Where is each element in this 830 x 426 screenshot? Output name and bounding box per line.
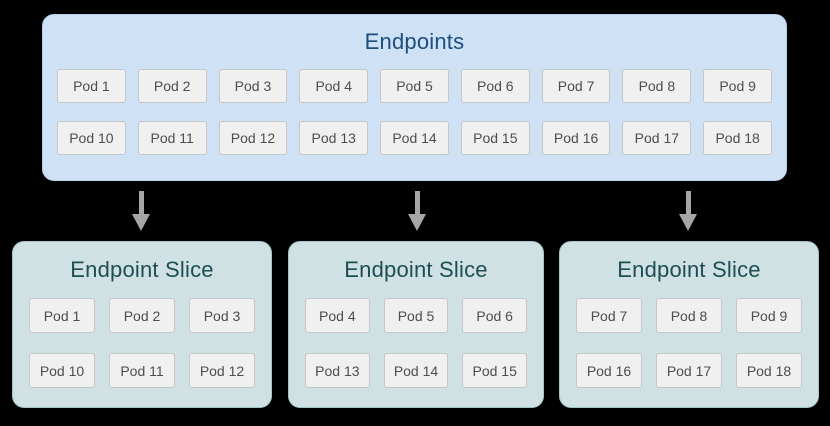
pod-box: Pod 13 [305,353,370,388]
arrow-head [408,214,426,231]
endpoint-slice-title: Endpoint Slice [344,257,488,282]
pod-box: Pod 8 [622,69,692,103]
pod-box: Pod 14 [383,353,449,388]
pod-box: Pod 13 [299,121,369,155]
pod-box: Pod 5 [380,69,449,103]
arrow-stem [685,191,691,214]
slice-2-pod-row-1: Pod 4 Pod 5 Pod 6 [305,298,528,333]
pod-box: Pod 7 [541,69,611,103]
endpoints-title: Endpoints [364,29,465,54]
down-arrow-icon [679,191,697,231]
endpoints-pod-row-2: Pod 10 Pod 11 Pod 12 Pod 13 Pod 14 Pod 15 Pod … [57,121,773,155]
slice-3-pod-row-2: Pod 16 Pod 17 Pod 18 [576,353,802,388]
pod-box: Pod 3 [189,298,255,333]
pod-box: Pod 2 [109,298,175,333]
pod-box: Pod 12 [189,353,255,388]
pod-box: Pod 12 [218,121,288,155]
pod-box: Pod 5 [383,298,449,333]
pod-box: Pod 16 [576,353,642,388]
pod-box: Pod 17 [656,353,722,388]
pod-box: Pod 10 [29,353,95,388]
pod-box: Pod 11 [137,121,207,155]
pod-box: Pod 9 [736,298,802,333]
pod-box: Pod 7 [576,298,642,333]
pod-box: Pod 1 [29,298,95,333]
pod-box: Pod 4 [305,298,370,333]
pod-box: Pod 8 [656,298,722,333]
pod-box: Pod 18 [736,353,802,388]
pod-box: Pod 11 [109,353,175,388]
slice-1-pod-row-2: Pod 10 Pod 11 Pod 12 [29,353,255,388]
endpoints-box: Endpoints Pod 1 Pod 2 Pod 3 Pod 4 Pod 5 Pod 6… [42,14,787,181]
pod-box: Pod 6 [462,298,528,333]
pod-box: Pod 18 [703,121,773,155]
pod-box: Pod 15 [460,121,530,155]
pod-box: Pod 15 [462,353,528,388]
slice-3-pod-row-1: Pod 7 Pod 8 Pod 9 [576,298,802,333]
endpoints-pod-row-1: Pod 1 Pod 2 Pod 3 Pod 4 Pod 5 Pod 6 Pod 7 Pod 8… [57,69,773,103]
endpoint-slice-title: Endpoint Slice [617,257,761,282]
pod-box: Pod 9 [703,69,773,103]
down-arrow-icon [132,191,150,231]
pod-box: Pod 1 [57,69,126,103]
arrow-stem [414,191,420,214]
pod-box: Pod 2 [137,69,207,103]
pod-box: Pod 16 [541,121,611,155]
endpoint-slice-title: Endpoint Slice [70,257,214,282]
arrow-stem [138,191,144,214]
pod-box: Pod 4 [299,69,369,103]
arrow-head [679,214,697,231]
pod-box: Pod 6 [460,69,530,103]
slice-1-pod-row-1: Pod 1 Pod 2 Pod 3 [29,298,255,333]
arrow-head [132,214,150,231]
pod-box: Pod 10 [57,121,126,155]
down-arrow-icon [408,191,426,231]
slice-2-pod-row-2: Pod 13 Pod 14 Pod 15 [305,353,528,388]
pod-box: Pod 17 [622,121,692,155]
pod-box: Pod 3 [218,69,288,103]
pod-box: Pod 14 [380,121,449,155]
